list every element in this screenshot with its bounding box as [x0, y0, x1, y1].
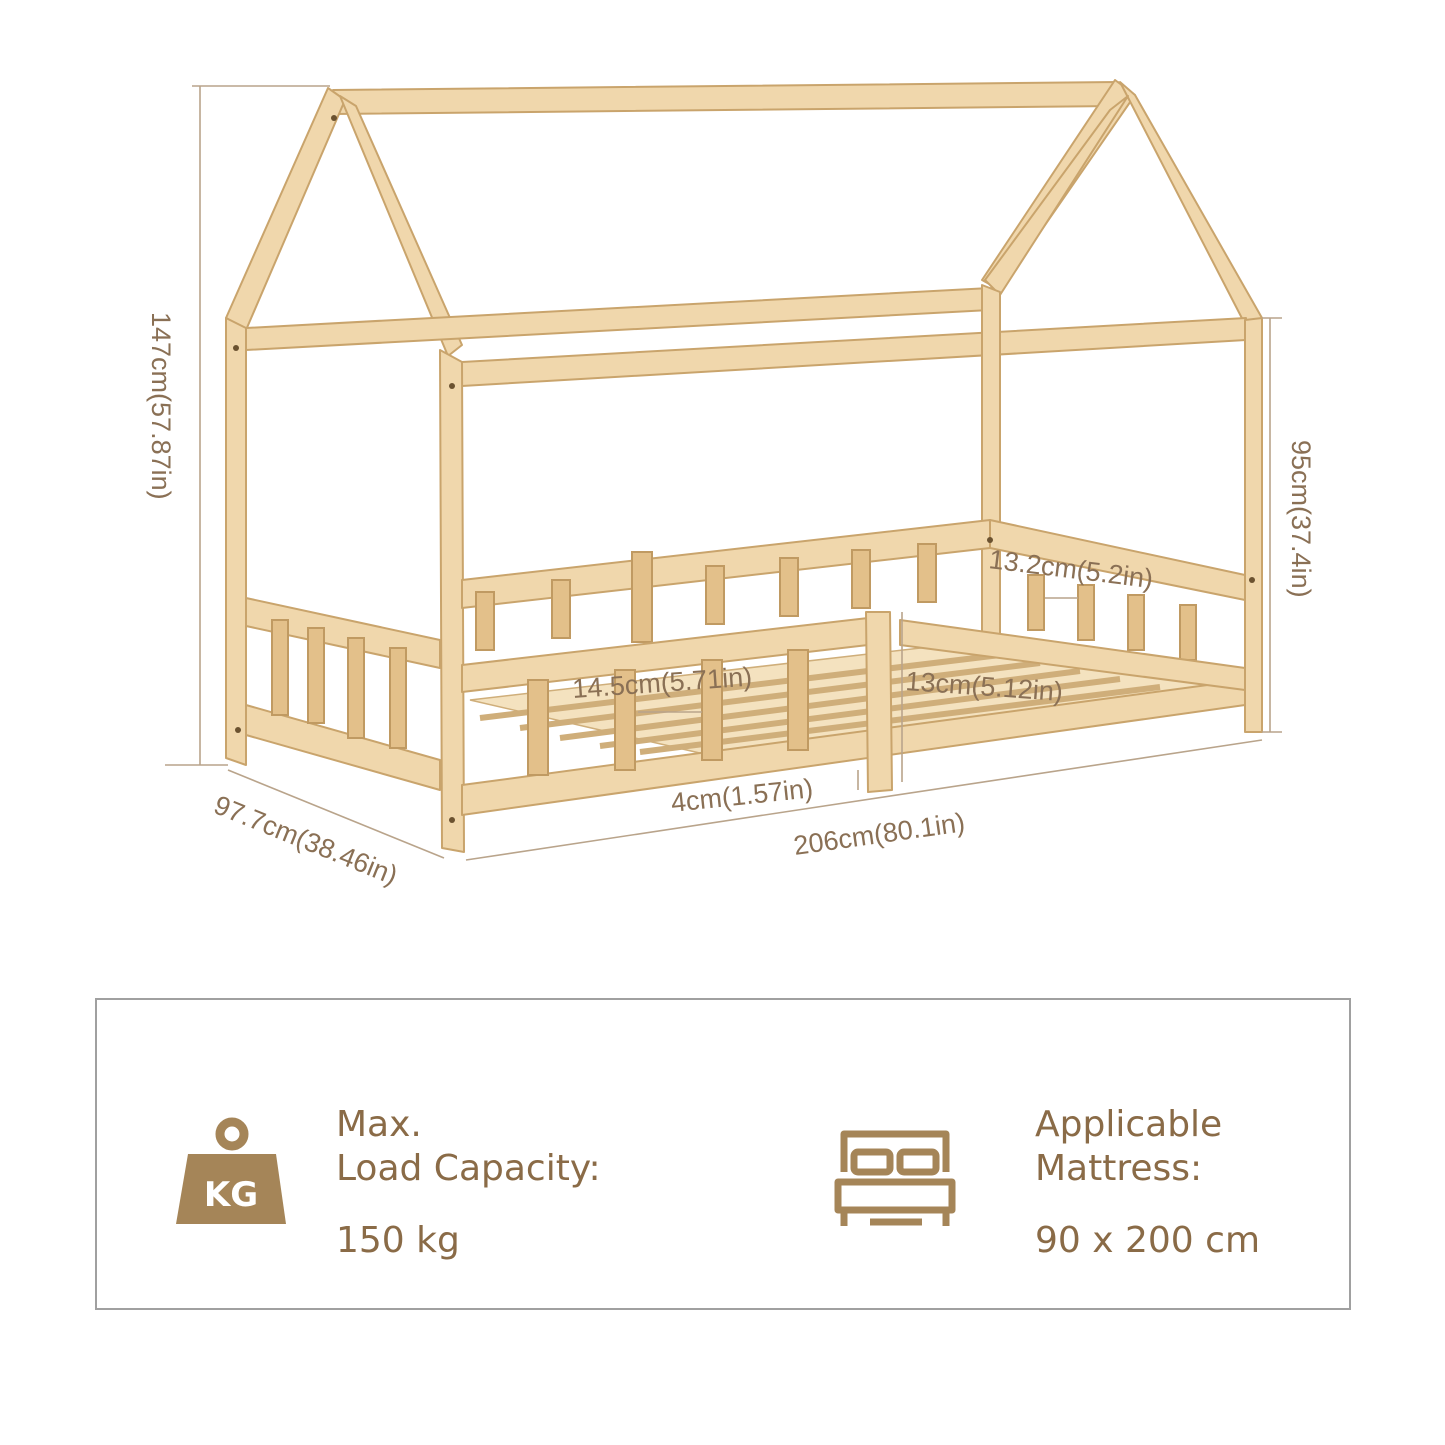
load-label-line1: Max.	[336, 1104, 422, 1145]
length-label: 206cm(80.1in)	[792, 807, 967, 861]
svg-text:KG: KG	[204, 1175, 258, 1215]
bed-illustration: 147cm(57.87in) 95cm(37.4in) 97.7cm(38.46…	[146, 79, 1316, 891]
height-total-label: 147cm(57.87in)	[146, 312, 176, 500]
mattress-value: 90 x 200 cm	[1035, 1220, 1261, 1261]
height-side-label: 95cm(37.4in)	[1286, 440, 1316, 598]
mattress-label-line1: Applicable	[1035, 1104, 1223, 1145]
width-label: 97.7cm(38.46in)	[210, 790, 402, 891]
weight-kg-icon: KG	[176, 1117, 286, 1224]
spec-panel: KG Max. Load Capacity: 150 kg Applicable…	[95, 998, 1351, 1310]
bed-icon	[834, 1130, 956, 1226]
load-label-line2: Load Capacity:	[336, 1148, 601, 1189]
load-value: 150 kg	[336, 1220, 460, 1261]
mattress-label-line2: Mattress:	[1035, 1148, 1203, 1189]
